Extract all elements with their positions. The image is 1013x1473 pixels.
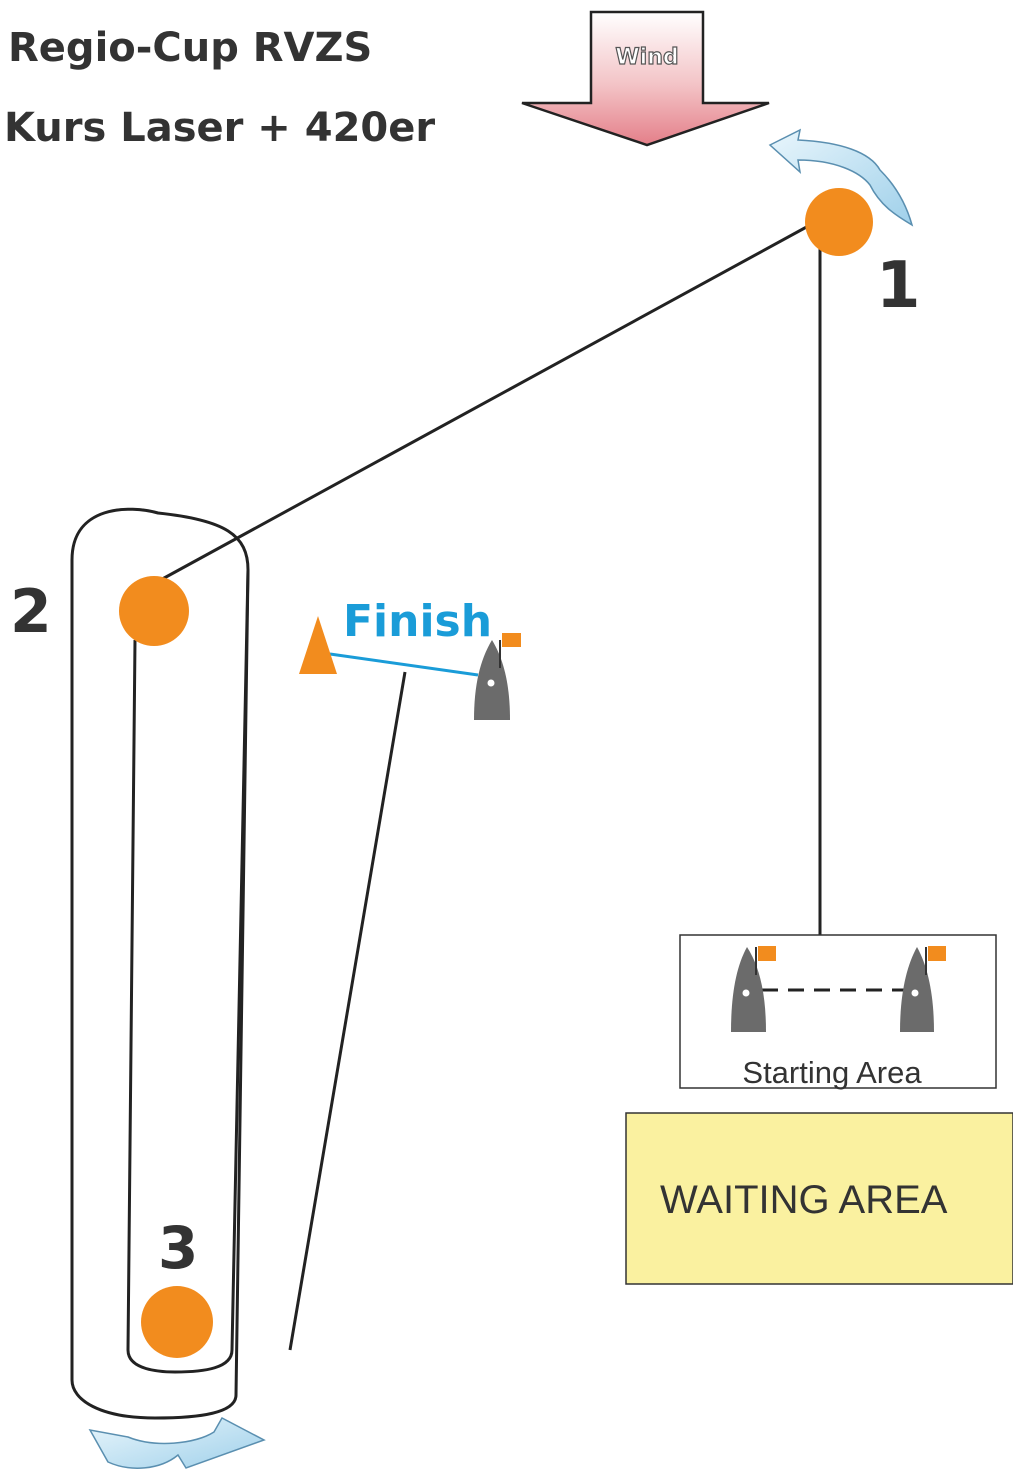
waiting-area-box: [625, 1112, 1013, 1285]
loop-inner: [126, 569, 250, 1374]
waiting-area: WAITING AREA: [625, 1112, 1013, 1285]
rounding-arrow-mark-1: [768, 128, 914, 227]
finish-line: [329, 652, 479, 677]
course-leg-3-to-finish: [288, 671, 407, 1351]
start-boat-left-flag: [758, 946, 776, 961]
start-boat-right-flag: [928, 946, 946, 961]
wind-arrow: Wind: [521, 10, 770, 147]
course-lines: [70, 222, 822, 1420]
start-boat-left: [731, 946, 776, 1032]
finish-buoy: [299, 616, 337, 674]
course-leg-1-to-2: [154, 222, 813, 585]
waiting-area-label: WAITING AREA: [660, 1178, 948, 1222]
mark-1-label: 1: [876, 249, 921, 323]
wind-label: Wind: [615, 45, 678, 70]
finish-line-group: Finish: [299, 596, 521, 720]
start-boat-right: [900, 946, 946, 1032]
mark-2-label: 2: [10, 577, 52, 647]
finish-boat-flag: [502, 633, 521, 647]
loop-outer: [70, 507, 250, 1420]
starting-area-label: Starting Area: [742, 1055, 922, 1090]
finish-label: Finish: [343, 596, 492, 647]
finish-committee-boat: [474, 633, 521, 720]
mark-3: [141, 1286, 213, 1358]
rounding-arrow-mark-3: [88, 1417, 266, 1469]
mark-3-label: 3: [158, 1214, 198, 1282]
starting-area: Starting Area: [679, 934, 997, 1090]
mark-1: [805, 188, 873, 256]
course-subtitle: Kurs Laser + 420er: [4, 105, 435, 151]
mark-2: [119, 576, 189, 646]
course-title: Regio-Cup RVZS: [8, 25, 372, 71]
